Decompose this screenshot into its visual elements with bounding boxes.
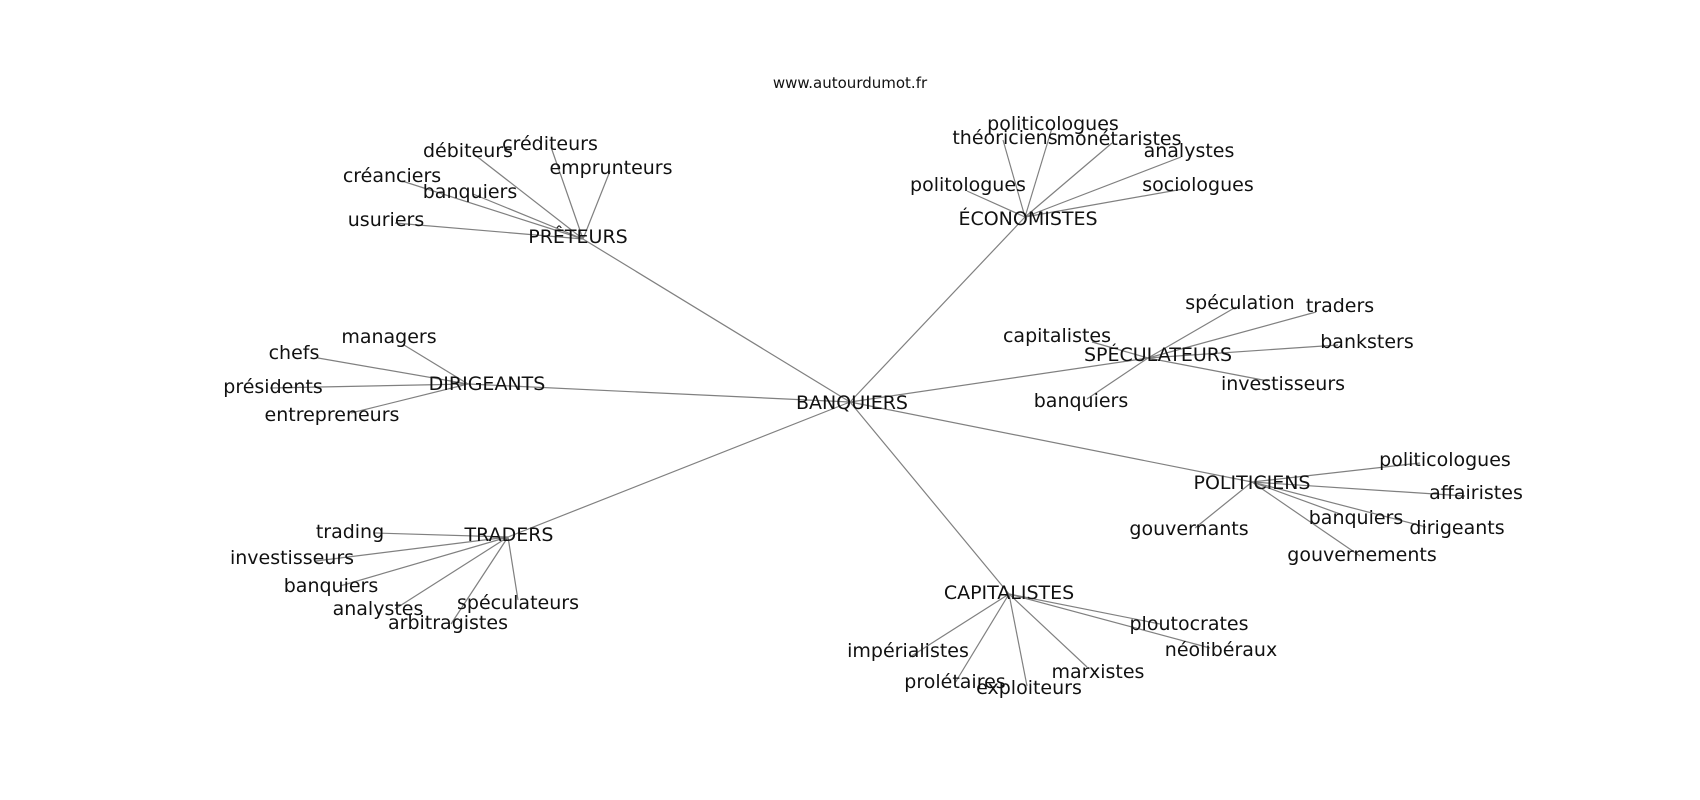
leaf-node-label: ploutocrates xyxy=(1129,613,1248,635)
leaf-node-label: banquiers xyxy=(1034,390,1129,412)
leaf-node-label: marxistes xyxy=(1052,661,1145,683)
leaf-node-label: usuriers xyxy=(348,209,424,231)
edge-politiciens-to-dirigeants xyxy=(1251,481,1427,528)
edge-economistes-to-politicologues xyxy=(1024,127,1053,218)
leaf-node-label: débiteurs xyxy=(423,140,513,162)
leaf-node-label: banksters xyxy=(1320,331,1414,353)
edge-preteurs-to-creanciers xyxy=(401,180,584,240)
edge-capitalistes-to-marxistes xyxy=(1008,593,1088,668)
edge-speculateurs-to-investisseurs xyxy=(1147,357,1269,382)
leaf-node-label: présidents xyxy=(223,376,322,398)
edge-politiciens-to-banquiers xyxy=(1251,481,1341,515)
edge-preteurs-to-emprunteurs xyxy=(582,170,611,240)
leaf-node-label: chefs xyxy=(269,342,320,364)
edge-traders-to-banquiers xyxy=(339,536,509,587)
leaf-node-label: banquiers xyxy=(423,181,518,203)
leaf-node-label: gouvernants xyxy=(1129,518,1248,540)
leaf-node-label: traders xyxy=(1306,295,1374,317)
edge-capitalistes-to-exploiteurs xyxy=(1008,593,1028,687)
group-node-label: ÉCONOMISTES xyxy=(958,207,1097,230)
edge-root-to-preteurs xyxy=(582,238,851,403)
edge-traders-to-arbitragistes xyxy=(450,536,509,625)
edge-politiciens-to-gouvernants xyxy=(1194,481,1253,529)
edge-speculateurs-to-banksters xyxy=(1147,344,1339,359)
edge-dirigeants-to-chefs xyxy=(317,357,469,385)
site-watermark: www.autourdumot.fr xyxy=(773,74,928,92)
edge-economistes-to-theoriciens xyxy=(1002,139,1026,218)
edge-capitalistes-to-proletaires xyxy=(954,593,1010,684)
edge-traders-to-trading xyxy=(374,532,509,538)
leaf-node-label: politicologues xyxy=(1379,449,1511,471)
group-node-label: SPÉCULATEURS xyxy=(1084,343,1232,366)
leaf-node-label: gouvernements xyxy=(1287,544,1436,566)
graph-edges xyxy=(269,127,1466,687)
edge-preteurs-to-banquiers xyxy=(472,193,584,240)
edge-preteurs-to-crediteurs xyxy=(550,146,584,240)
leaf-node-label: analystes xyxy=(1144,140,1235,162)
edge-speculateurs-to-banquiers xyxy=(1086,357,1149,400)
leaf-node-label: exploiteurs xyxy=(976,677,1082,699)
leaf-node-label: dirigeants xyxy=(1409,517,1504,539)
leaf-node-label: investisseurs xyxy=(230,547,354,569)
edge-preteurs-to-usuriers xyxy=(394,222,584,240)
edge-dirigeants-to-presidents xyxy=(269,383,469,389)
edge-capitalistes-to-neoliberaux xyxy=(1008,593,1211,649)
edge-root-to-capitalistes xyxy=(849,401,1010,595)
leaf-node-label: arbitragistes xyxy=(388,612,508,634)
group-node-label: POLITICIENS xyxy=(1194,472,1311,494)
edge-root-to-speculateurs xyxy=(849,357,1149,403)
group-node-label: PRÊTEURS xyxy=(528,225,627,248)
edge-dirigeants-to-managers xyxy=(403,344,469,385)
edge-dirigeants-to-entrepreneurs xyxy=(350,383,469,414)
edge-root-to-dirigeants xyxy=(467,383,851,403)
edge-politiciens-to-gouvernements xyxy=(1251,481,1361,557)
edge-traders-to-investisseurs xyxy=(315,536,509,562)
group-node-label: CAPITALISTES xyxy=(944,582,1074,604)
edge-economistes-to-monetaristes xyxy=(1024,142,1113,218)
edge-capitalistes-to-imperialistes xyxy=(909,593,1010,658)
edge-politiciens-to-affairistes xyxy=(1251,481,1466,497)
leaf-node-label: sociologues xyxy=(1142,174,1253,196)
leaf-node-label: politicologues xyxy=(987,113,1119,135)
leaf-node-label: capitalistes xyxy=(1003,325,1111,347)
leaf-node-label: emprunteurs xyxy=(549,157,672,179)
leaf-node-label: banquiers xyxy=(1309,507,1404,529)
leaf-node-label: créanciers xyxy=(343,165,441,187)
edge-politiciens-to-politicologues xyxy=(1251,462,1421,483)
leaf-node-label: analystes xyxy=(333,598,424,620)
leaf-node-label: monétaristes xyxy=(1057,128,1182,150)
edge-preteurs-to-debiteurs xyxy=(474,154,584,240)
graph-labels: BANQUIERS PRÊTEURS usuriers créanciers débit… xyxy=(223,113,1523,699)
leaf-node-label: néolibéraux xyxy=(1165,639,1277,661)
leaf-node-label: créditeurs xyxy=(502,133,598,155)
leaf-node-label: banquiers xyxy=(284,575,379,597)
edge-traders-to-analystes xyxy=(394,536,509,610)
leaf-node-label: investisseurs xyxy=(1221,373,1345,395)
edge-economistes-to-politologues xyxy=(966,190,1026,218)
edge-economistes-to-analystes xyxy=(1024,156,1182,218)
leaf-node-label: théoriciens xyxy=(952,127,1057,149)
edge-capitalistes-to-ploutocrates xyxy=(1008,593,1161,625)
edge-speculateurs-to-speculation xyxy=(1147,306,1237,359)
group-node-label: DIRIGEANTS xyxy=(429,373,546,395)
edge-speculateurs-to-capitalistes xyxy=(1091,341,1149,359)
root-node-label: BANQUIERS xyxy=(796,392,908,414)
leaf-node-label: prolétaires xyxy=(904,671,1005,693)
leaf-node-label: politologues xyxy=(910,174,1026,196)
leaf-node-label: spéculation xyxy=(1185,292,1294,314)
edge-economistes-to-sociologues xyxy=(1024,188,1184,218)
leaf-node-label: managers xyxy=(341,326,436,348)
edge-root-to-politiciens xyxy=(849,401,1253,483)
edge-traders-to-speculateurs xyxy=(507,536,519,601)
group-node-label: TRADERS xyxy=(464,524,554,546)
leaf-node-label: spéculateurs xyxy=(457,592,579,614)
edge-speculateurs-to-traders xyxy=(1147,311,1317,359)
leaf-node-label: trading xyxy=(316,521,384,543)
leaf-node-label: entrepreneurs xyxy=(265,404,400,426)
edge-root-to-economistes xyxy=(849,216,1026,403)
leaf-node-label: affairistes xyxy=(1429,482,1523,504)
leaf-node-label: impérialistes xyxy=(847,640,969,662)
edge-root-to-traders xyxy=(507,401,851,538)
